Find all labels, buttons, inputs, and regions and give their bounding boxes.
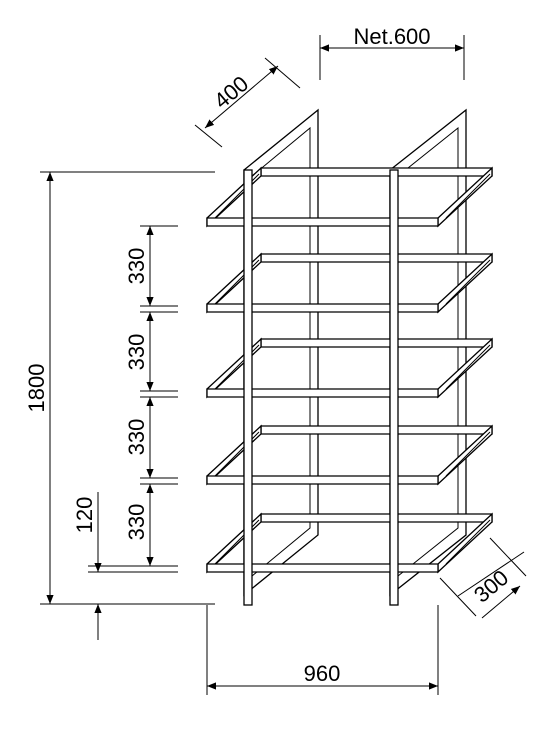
shelf-back-rail [260,513,493,523]
dim-net-label: Net.600 [353,24,430,49]
front-left-post [243,169,253,606]
dim-shelf-depth-label: 300 [469,565,513,608]
shelf-front-rail [206,388,439,398]
dim-base-height-label: 120 [72,497,97,534]
shelf-right-rail-edge [445,259,491,305]
shelf-back-rail [260,253,493,263]
dim-total-height: 1800 [24,171,215,605]
dim-base-height: 120 [72,492,102,640]
dim-shelf-gap-3-label: 330 [124,419,149,456]
shelf-right-rail-edge [445,344,491,390]
shelf-back-rail [260,338,493,348]
shelf-right-rail-edge [445,173,491,219]
shelf-front-rail [206,475,439,485]
dim-shelf-gap-1-label: 330 [124,248,149,285]
dim-net-width: Net.600 [319,24,465,80]
dim-shelf-gap-2-label: 330 [124,334,149,371]
shelf-front-rail [206,563,439,573]
dim-total-height-label: 1800 [24,364,49,413]
shelf-back-rail [260,425,493,435]
front-right-post [389,169,399,606]
dim-shelf-gap-3: 330 [124,390,178,478]
dim-shelf-gap-1: 330 [124,225,178,306]
shelf-back-rail [260,167,493,177]
dim-width-label: 960 [304,661,341,686]
shelf-front-rail [206,303,439,313]
shelf-right-rail-edge [445,519,491,565]
dim-shelf-gap-2: 330 [124,305,178,391]
shelf-front-rail [206,217,439,227]
shelf-1 [206,166,493,228]
dim-depth-top: 400 [194,57,301,148]
shelf-right-rail-edge [445,431,491,477]
dim-shelf-gap-4: 330 [88,477,178,573]
dim-width: 960 [206,605,439,695]
dim-depth-top-label: 400 [209,71,253,114]
dim-shelf-gap-4-label: 330 [124,504,149,541]
